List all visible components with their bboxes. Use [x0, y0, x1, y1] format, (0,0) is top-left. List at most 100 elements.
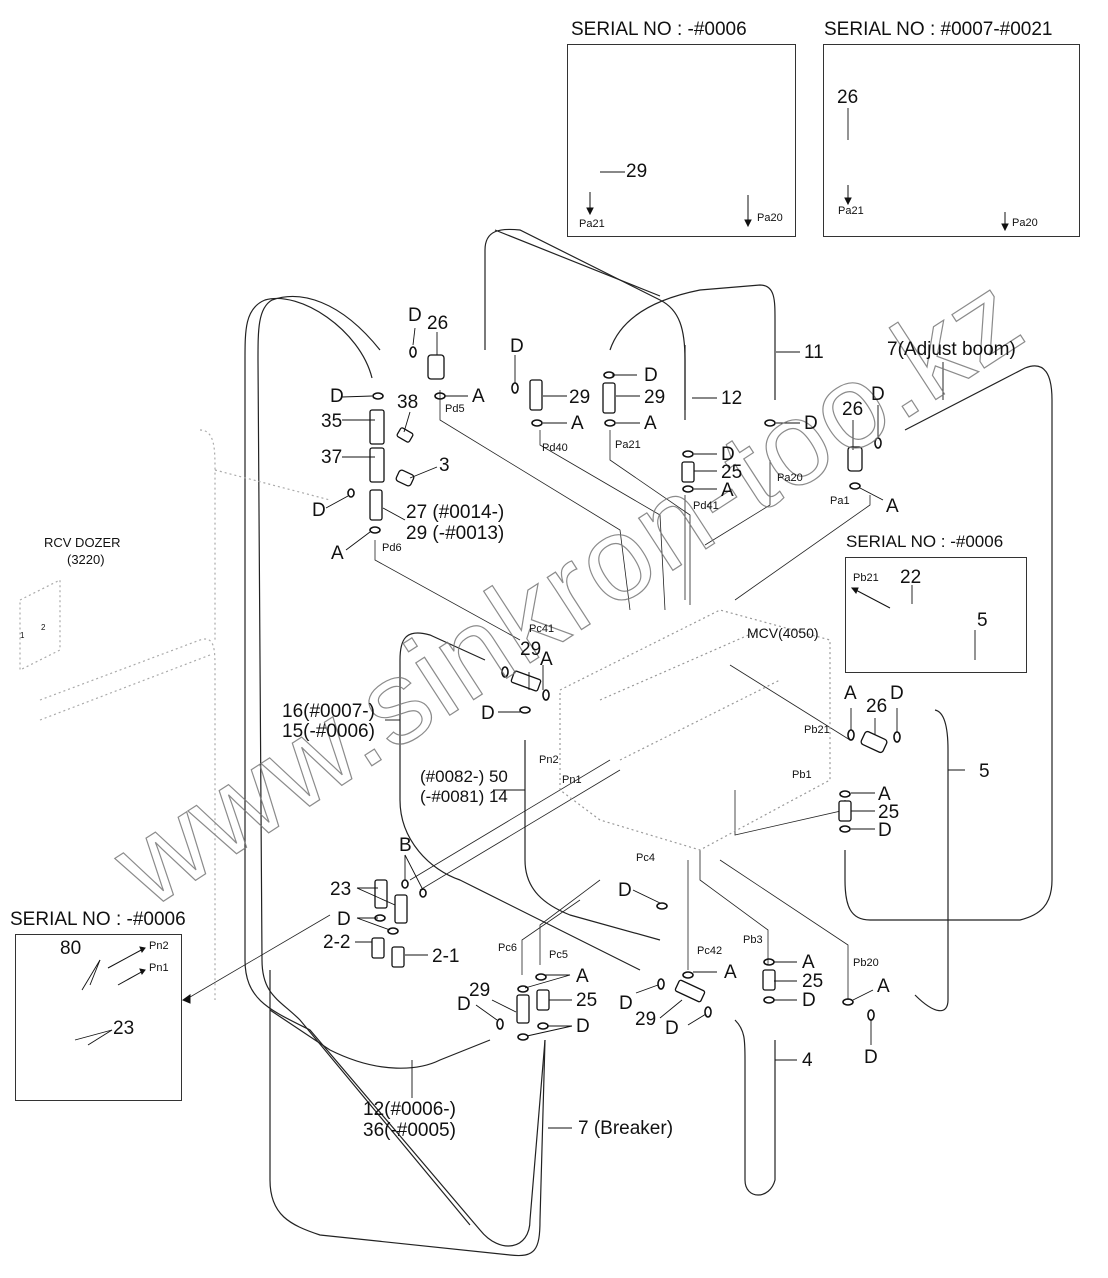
port-pa21: Pa21 [615, 439, 641, 451]
seal-d: D [576, 1016, 590, 1037]
part-12-lower: 12(#0006-) [363, 1099, 456, 1120]
port-pb21: Pb21 [804, 724, 830, 736]
seal-a: A [644, 413, 657, 434]
inset1-part-29: 29 [626, 161, 648, 182]
inset-title-1: SERIAL NO : -#0006 [571, 19, 747, 40]
seal-a: A [802, 952, 815, 973]
fitting-29-pd40 [529, 379, 543, 411]
seal-d: D [312, 500, 326, 521]
port-pc4: Pc4 [636, 852, 655, 864]
part-50: (#0082-) 50 [420, 767, 508, 786]
fitting-29-pa21 [602, 382, 616, 414]
part-3: 3 [439, 455, 450, 476]
seal-a: A [886, 496, 899, 517]
part-29-e: 29 [520, 639, 542, 660]
part-38: 38 [397, 392, 419, 413]
fitting-26-pb21 [860, 730, 888, 754]
hose-4 [734, 1019, 776, 1196]
hose-breaker-loop [269, 970, 546, 1257]
inset4-port-pn1: Pn1 [149, 962, 169, 974]
fitting-25-pd41 [681, 461, 695, 483]
seal-d: D [330, 386, 344, 407]
inset4-part-23: 23 [113, 1018, 135, 1039]
part-37: 37 [321, 447, 343, 468]
seal-a: A [721, 480, 734, 501]
seal-d: D [890, 683, 904, 704]
seal-d: D [457, 994, 471, 1015]
part-4: 4 [802, 1050, 813, 1071]
switch-38 [396, 427, 414, 443]
seal-d: D [871, 384, 885, 405]
fitting-26-pa1 [847, 446, 863, 472]
fitting-23-a [374, 879, 388, 909]
hose-5 [914, 709, 949, 1012]
hose-top-2 [609, 284, 776, 400]
part-29-b: 29 (-#0013) [406, 523, 505, 544]
seal-d: D [878, 820, 892, 841]
hose-left-outer [244, 297, 546, 1247]
inset-title-2: SERIAL NO : #0007-#0021 [824, 19, 1053, 40]
part-12: 12 [721, 388, 743, 409]
part-25-d: 25 [802, 971, 824, 992]
part-29-d: 29 [644, 387, 666, 408]
seal-d: D [619, 993, 633, 1014]
mcv-label: MCV(4050) [747, 625, 819, 641]
port-pc42: Pc42 [697, 945, 723, 957]
inset-box-serial-0007-0021 [823, 44, 1080, 237]
seal-a: A [877, 976, 890, 997]
inset-box-serial-0006-left [15, 934, 182, 1101]
seal-a: A [878, 784, 891, 805]
mcv-body [559, 609, 831, 851]
rcv-dozer-code: (3220) [67, 552, 105, 567]
seal-a: A [844, 683, 857, 704]
part-7-breaker: 7 (Breaker) [578, 1118, 674, 1139]
part-29-f: 29 [469, 980, 491, 1001]
part-7-adjust-boom: 7(Adjust boom) [887, 339, 1016, 360]
seal-d: D [618, 880, 632, 901]
port-pc41: Pc41 [529, 623, 555, 635]
fitting-23-b [394, 894, 408, 924]
part-25-a: 25 [721, 462, 743, 483]
port-pb3: Pb3 [743, 934, 763, 946]
seal-d: D [510, 336, 524, 357]
hose-top-3 [494, 229, 686, 410]
part-5: 5 [979, 761, 990, 782]
inset1-port-pa21: Pa21 [579, 218, 605, 230]
inset1-port-pa20: Pa20 [757, 212, 783, 224]
part-16: 16(#0007-) [282, 701, 375, 722]
part-35: 35 [321, 411, 343, 432]
seal-d: D [864, 1047, 878, 1068]
part-11: 11 [804, 342, 824, 363]
inset2-part-26: 26 [837, 87, 859, 108]
fitting-25-pc5 [536, 989, 550, 1011]
part-14: (-#0081) 14 [420, 787, 508, 806]
hose-left-inner [257, 295, 471, 1226]
rcv-dozer-body [19, 579, 216, 1000]
seal-a: A [540, 649, 553, 670]
seal-a: A [576, 966, 589, 987]
seal-a: A [331, 543, 344, 564]
port-pc5: Pc5 [549, 949, 568, 961]
part-15: 15(-#0006) [282, 721, 375, 742]
fitting-2-2 [371, 937, 385, 959]
port-pn2: Pn2 [539, 754, 559, 766]
part-29-g: 29 [635, 1009, 657, 1030]
port-pb1: Pb1 [792, 769, 812, 781]
fitting-27-tee [369, 489, 383, 521]
inset4-part-80: 80 [60, 938, 82, 959]
fitting-2-1 [391, 946, 405, 968]
hose-50 [524, 740, 661, 941]
seal-a: A [472, 386, 485, 407]
seal-d: D [721, 444, 735, 465]
inset3-part-22: 22 [900, 567, 922, 588]
fitting-35-tee [369, 409, 385, 445]
rcv-port-1: 1 [20, 631, 25, 640]
inset2-port-pa20: Pa20 [1012, 217, 1038, 229]
inset-box-serial-0006-top [567, 44, 796, 237]
port-pa20: Pa20 [777, 472, 803, 484]
rcv-port-2: 2 [41, 623, 46, 632]
inset3-part-5: 5 [977, 610, 988, 631]
part-2-2: 2-2 [323, 932, 351, 953]
part-26-c: 26 [866, 696, 888, 717]
port-pb20: Pb20 [853, 957, 879, 969]
